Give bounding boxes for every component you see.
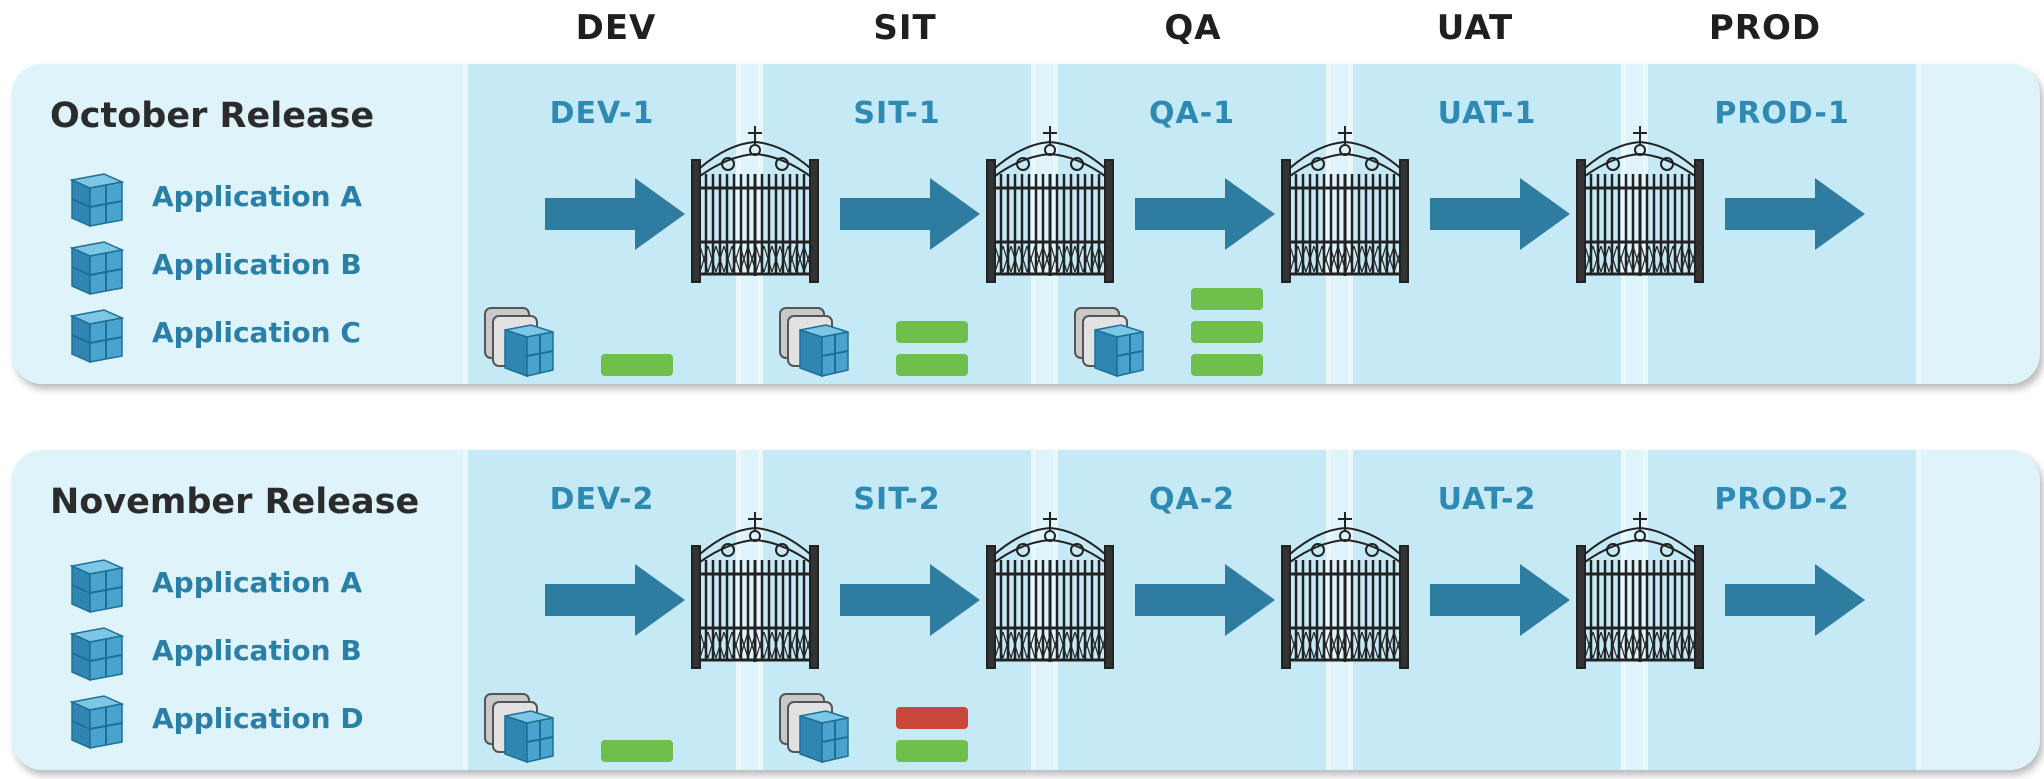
build-passed-bar	[601, 740, 673, 762]
build-stack-icon	[481, 688, 559, 766]
right-arrow-icon	[840, 560, 980, 640]
application-label: Application D	[152, 702, 364, 735]
column-header-sit: SIT	[873, 8, 937, 48]
release-title: October Release	[50, 96, 375, 136]
build-stack-icon	[1071, 302, 1149, 380]
application-cube-icon	[64, 556, 128, 616]
environment-label: UAT-2	[1437, 482, 1537, 517]
environment-label: QA-1	[1148, 96, 1236, 131]
build-stack-icon	[776, 302, 854, 380]
environment-label: SIT-1	[853, 96, 941, 131]
build-passed-bar	[1191, 321, 1263, 343]
environment-label: UAT-1	[1437, 96, 1537, 131]
build-passed-bar	[896, 321, 968, 343]
quality-gate-icon[interactable]	[985, 510, 1115, 670]
application-label: Application B	[152, 634, 362, 667]
build-passed-bar	[1191, 288, 1263, 310]
application-label: Application A	[152, 566, 363, 599]
right-arrow-icon	[1135, 560, 1275, 640]
application-label: Application C	[152, 316, 361, 349]
build-stack-icon	[776, 688, 854, 766]
application-label: Application B	[152, 248, 362, 281]
environment-label: QA-2	[1148, 482, 1236, 517]
application-cube-icon	[64, 692, 128, 752]
right-arrow-icon	[1430, 560, 1570, 640]
column-header-prod: PROD	[1708, 8, 1822, 48]
build-stack-icon	[481, 302, 559, 380]
right-arrow-icon	[545, 560, 685, 640]
release-panel: DEV-1 SIT-1 QA-1 UAT-1 PROD-1 October Release…	[12, 64, 2040, 384]
application-cube-icon	[64, 170, 128, 230]
release-title: November Release	[50, 482, 420, 522]
quality-gate-icon[interactable]	[690, 124, 820, 284]
right-arrow-icon	[1725, 560, 1865, 640]
environment-label: SIT-2	[853, 482, 941, 517]
column-header-dev: DEV	[575, 8, 657, 48]
build-passed-bar	[896, 354, 968, 376]
release-panel: DEV-2 SIT-2 QA-2 UAT-2 PROD-2 November Releas…	[12, 450, 2040, 770]
environment-label: PROD-2	[1714, 482, 1850, 517]
application-cube-icon	[64, 238, 128, 298]
build-passed-bar	[896, 740, 968, 762]
build-passed-bar	[601, 354, 673, 376]
environment-label: DEV-2	[549, 482, 655, 517]
quality-gate-icon[interactable]	[1280, 124, 1410, 284]
environment-label: PROD-1	[1714, 96, 1850, 131]
application-cube-icon	[64, 624, 128, 684]
column-header-uat: UAT	[1436, 8, 1514, 48]
build-failed-bar	[896, 707, 968, 729]
quality-gate-icon[interactable]	[1575, 124, 1705, 284]
right-arrow-icon	[1135, 174, 1275, 254]
application-label: Application A	[152, 180, 363, 213]
quality-gate-icon[interactable]	[690, 510, 820, 670]
right-arrow-icon	[1430, 174, 1570, 254]
environment-label: DEV-1	[549, 96, 655, 131]
right-arrow-icon	[1725, 174, 1865, 254]
application-cube-icon	[64, 306, 128, 366]
right-arrow-icon	[840, 174, 980, 254]
right-arrow-icon	[545, 174, 685, 254]
quality-gate-icon[interactable]	[985, 124, 1115, 284]
column-header-qa: QA	[1164, 8, 1222, 48]
quality-gate-icon[interactable]	[1575, 510, 1705, 670]
quality-gate-icon[interactable]	[1280, 510, 1410, 670]
build-passed-bar	[1191, 354, 1263, 376]
